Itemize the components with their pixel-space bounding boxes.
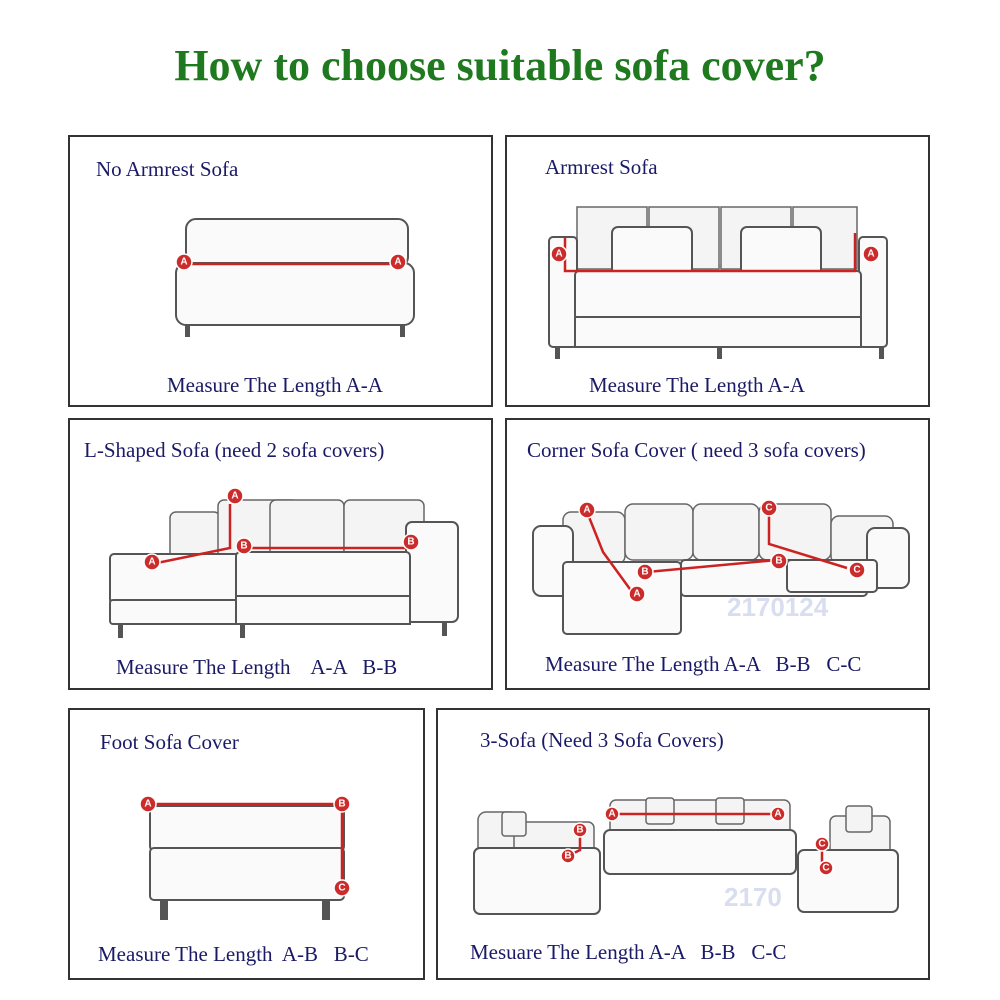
corner-sofa-illustration: 2170124 A A B B C C [532,499,910,635]
marker-b: B [770,552,788,570]
marker-c: C [848,561,866,579]
svg-text:B: B [641,567,648,578]
marker-a: A [139,795,157,813]
svg-text:A: A [774,809,781,820]
marker-a: A [175,253,193,271]
svg-text:C: C [822,863,829,874]
svg-text:A: A [608,809,615,820]
marker-a: A [604,806,620,822]
panel-caption: Measure The Length A-A B-B C-C [545,652,862,676]
no-armrest-sofa-illustration: A A [175,218,415,337]
svg-text:C: C [765,503,772,514]
panel-title: Foot Sofa Cover [100,730,239,754]
svg-text:B: B [775,556,782,567]
marker-a: A [770,806,786,822]
page-title: How to choose suitable sofa cover? [174,41,826,90]
marker-a: A [578,501,596,519]
svg-text:C: C [818,839,825,850]
panel-3-sofa: 3-Sofa (Need 3 Sofa Covers) 2170 B B A A… [436,708,930,980]
svg-text:A: A [148,557,155,568]
svg-text:B: B [576,825,583,836]
panel-caption: Measure The Length A-A B-B [116,655,398,679]
svg-text:C: C [853,565,860,576]
svg-text:A: A [867,249,874,260]
svg-text:C: C [338,883,345,894]
svg-text:B: B [407,537,414,548]
marker-a: A [550,245,568,263]
svg-text:B: B [564,851,571,862]
svg-text:A: A [555,249,562,260]
svg-text:A: A [144,799,151,810]
marker-a: A [143,553,161,571]
marker-a: A [862,245,880,263]
panel-caption: Measure The Length A-A [167,373,383,397]
svg-text:A: A [180,257,187,268]
panel-armrest-sofa: Armrest Sofa 2170124 A A Measure The Len… [505,135,930,407]
panel-title: No Armrest Sofa [96,157,239,181]
panel-caption: Measure The Length A-B B-C [98,942,369,966]
svg-text:A: A [394,257,401,268]
marker-a: A [226,487,244,505]
panel-corner-sofa: Corner Sofa Cover ( need 3 sofa covers) … [505,418,930,690]
marker-b: B [560,848,576,864]
panel-caption: Measure The Length A-A [589,373,805,397]
marker-b: B [572,822,588,838]
marker-c: C [333,879,351,897]
watermark: 2170 [724,882,782,912]
marker-c: C [814,836,830,852]
panel-caption: Mesuare The Length A-A B-B C-C [470,940,787,964]
svg-text:B: B [338,799,345,810]
panel-l-shaped-sofa: L-Shaped Sofa (need 2 sofa covers) A A B… [68,418,493,690]
foot-sofa-illustration: A B C [139,795,351,920]
svg-text:A: A [633,589,640,600]
panel-title: Armrest Sofa [545,155,658,179]
armrest-sofa-illustration: 2170124 A A [548,206,888,359]
panel-title: Corner Sofa Cover ( need 3 sofa covers) [527,438,866,462]
marker-b: B [402,533,420,551]
marker-b: B [235,537,253,555]
panel-foot-sofa: Foot Sofa Cover A B C Measure The Length… [68,708,425,980]
panel-title: L-Shaped Sofa (need 2 sofa covers) [84,438,385,462]
svg-text:B: B [240,541,247,552]
svg-text:A: A [583,505,590,516]
three-sofa-illustration: 2170 B B A A C C [473,797,899,915]
panel-no-armrest-sofa: No Armrest Sofa A A Measure The Length A… [68,135,493,407]
marker-a: A [389,253,407,271]
marker-a: A [628,585,646,603]
marker-c: C [818,860,834,876]
svg-text:A: A [231,491,238,502]
marker-b: B [636,563,654,581]
marker-c: C [760,499,778,517]
l-shaped-sofa-illustration: A A B B [109,487,459,638]
marker-b: B [333,795,351,813]
panel-title: 3-Sofa (Need 3 Sofa Covers) [480,728,724,752]
